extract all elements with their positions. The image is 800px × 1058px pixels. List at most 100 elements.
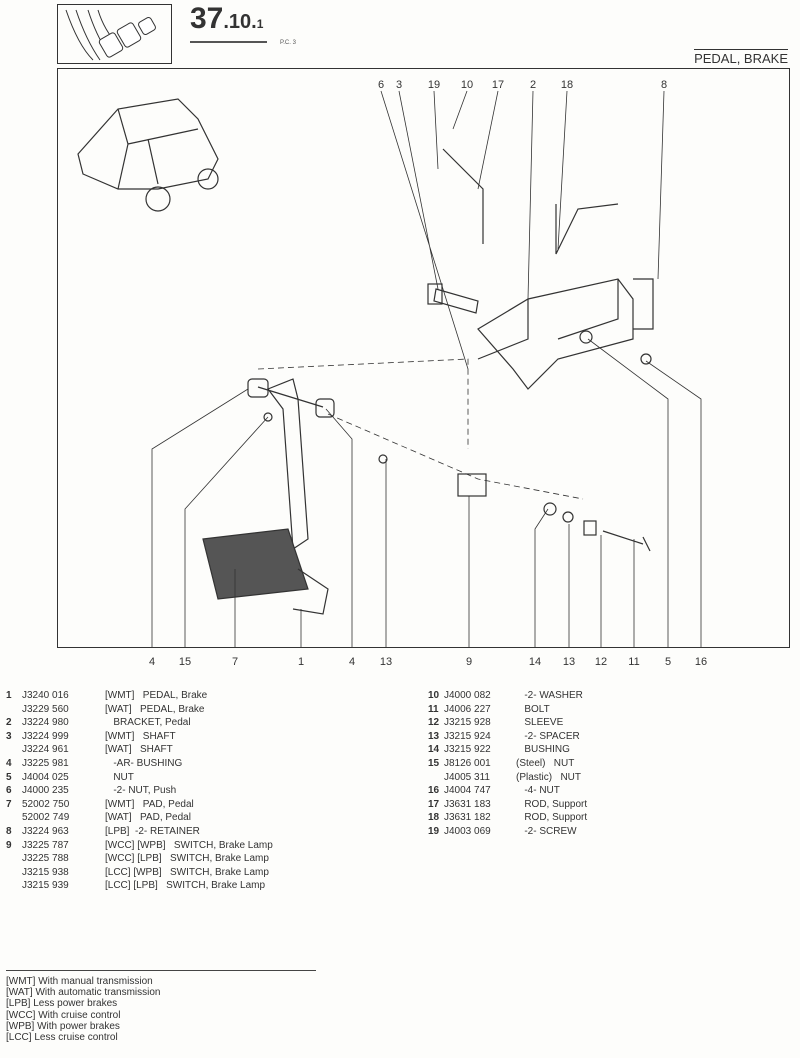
parts-row: 7 52002 750 [WMT] PAD, Pedal	[6, 798, 326, 812]
part-description: -2- SCREW	[516, 825, 577, 837]
part-description: [WMT] PEDAL, Brake	[105, 690, 208, 701]
parts-row: J3224 961 [WAT] SHAFT	[6, 743, 326, 757]
callout-label: 4	[148, 656, 156, 668]
part-number: J3224 963	[22, 825, 69, 837]
exploded-diagram: 6 3 19 10 17 2 18 8 4 15 7 1 4 13 9 14 1…	[57, 68, 790, 668]
legend-item: [WPB] With power brakes	[6, 1020, 120, 1032]
item-number: 10	[428, 690, 440, 701]
part-description: SLEEVE	[516, 717, 564, 729]
parts-row: J3215 939[LCC] [LPB] SWITCH, Brake Lamp	[6, 879, 326, 893]
part-description: [WAT] PEDAL, Brake	[105, 703, 205, 715]
pc-label: P.C. 3	[280, 40, 296, 46]
part-description: [WMT] PAD, Pedal	[105, 798, 194, 810]
callout-label: 5	[664, 656, 672, 668]
part-number: J3215 938	[22, 866, 69, 878]
callout-label: 2	[529, 79, 537, 91]
part-description: -4- NUT	[516, 785, 560, 797]
part-number: J3240 016	[22, 690, 69, 701]
callout-label: 14	[528, 656, 542, 668]
part-number: J3224 980	[22, 717, 69, 729]
part-number: J3215 922	[444, 744, 491, 756]
item-number: 15	[428, 757, 440, 769]
item-number: 14	[428, 744, 440, 756]
callout-label: 16	[694, 656, 708, 668]
section-main: 37	[190, 2, 224, 35]
callout-label: 18	[560, 79, 574, 91]
callout-label: 17	[491, 79, 505, 91]
parts-row: J3215 938 [LCC] [WPB] SWITCH, Brake Lamp	[6, 866, 326, 880]
part-description: ROD, Support	[516, 798, 588, 810]
part-description: BOLT	[516, 703, 550, 715]
part-description: NUT	[105, 771, 134, 783]
part-description: -2- NUT, Push	[105, 785, 177, 797]
item-number: 9	[6, 839, 12, 851]
callout-label: 9	[465, 656, 473, 668]
callout-label: 13	[562, 656, 576, 668]
parts-row: J3225 788 [WCC] [LPB] SWITCH, Brake Lamp	[6, 852, 326, 866]
part-description: [WCC] [LPB] SWITCH, Brake Lamp	[105, 853, 269, 865]
pedal-thumbnail-icon	[57, 4, 172, 64]
part-description: [WAT] PAD, Pedal	[105, 812, 191, 824]
part-number: J4006 227	[444, 703, 491, 715]
callout-label: 6	[377, 79, 385, 91]
parts-row: 18 J3631 182 ROD, Support	[428, 811, 668, 825]
callout-label: 8	[660, 79, 668, 91]
item-number: 17	[428, 798, 440, 810]
item-number: 6	[6, 785, 12, 797]
part-number: J3631 183	[444, 798, 491, 810]
parts-row: 8 J3224 963 [LPB] -2- RETAINER	[6, 825, 326, 839]
part-number: J3225 788	[22, 853, 69, 865]
item-number: 7	[6, 798, 12, 810]
part-description: [LCC] [WPB] SWITCH, Brake Lamp	[105, 866, 269, 878]
callout-label: 4	[348, 656, 356, 668]
part-description: BRACKET, Pedal	[105, 717, 191, 729]
part-number: J3225 981	[22, 757, 69, 769]
part-description: [WCC] [WPB] SWITCH, Brake Lamp	[105, 839, 273, 851]
page-title: PEDAL, BRAKE	[694, 49, 788, 66]
part-description: [LCC] [LPB] SWITCH, Brake Lamp	[105, 880, 266, 892]
callout-label: 3	[395, 79, 403, 91]
section-sub: 1	[256, 17, 264, 31]
item-number: 18	[428, 812, 440, 824]
callout-label: 12	[594, 656, 608, 668]
item-number: 2	[6, 717, 12, 729]
item-number: 5	[6, 771, 12, 783]
callout-label: 10	[460, 79, 474, 91]
legend-item: [LPB] Less power brakes	[6, 998, 118, 1010]
part-number: J4000 235	[22, 785, 69, 797]
parts-row: 17 J3631 183 ROD, Support	[428, 798, 668, 812]
part-number: J3224 961	[22, 744, 69, 756]
part-description: -2- SPACER	[516, 730, 580, 742]
part-number: J3631 182	[444, 812, 491, 824]
part-number: J4003 069	[444, 825, 491, 837]
part-description: [WAT] SHAFT	[105, 744, 173, 756]
part-description: [LPB] -2- RETAINER	[105, 825, 200, 837]
parts-row: 52002 749[WAT] PAD, Pedal	[6, 811, 326, 825]
parts-row: 6 J4000 235 -2- NUT, Push	[6, 784, 326, 798]
item-number: 16	[428, 785, 440, 797]
part-number: 52002 750	[22, 798, 70, 810]
part-number: J3224 999	[22, 730, 69, 742]
section-number: 37.10.1	[190, 2, 268, 43]
callout-label: 13	[379, 656, 393, 668]
part-description: [WMT] SHAFT	[105, 730, 176, 742]
part-number: J3229 560	[22, 703, 69, 715]
part-number: J4000 082	[444, 690, 491, 701]
part-description: ROD, Support	[516, 812, 588, 824]
item-number: 11	[428, 703, 439, 715]
part-description: BUSHING	[516, 744, 570, 756]
item-number: 8	[6, 825, 12, 837]
callout-label: 11	[628, 656, 640, 668]
parts-row: 14 J3215 922 BUSHING	[428, 743, 668, 757]
part-number: J3215 924	[444, 730, 491, 742]
